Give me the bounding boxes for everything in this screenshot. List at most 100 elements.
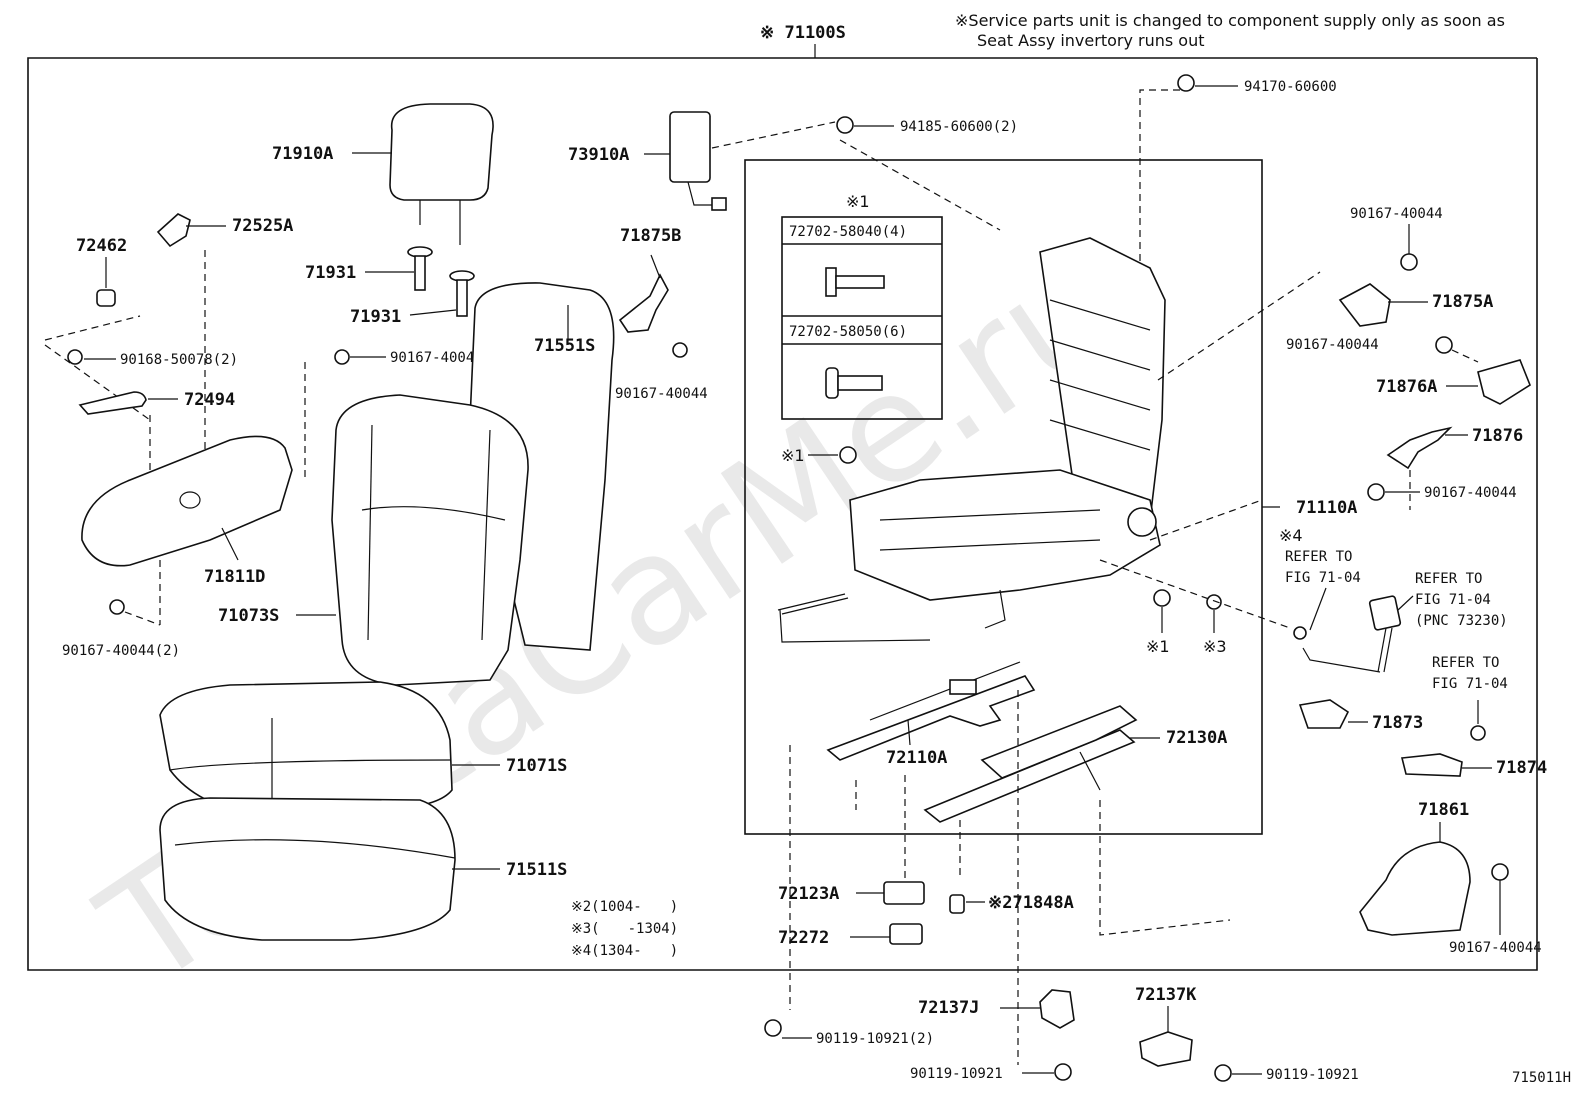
label-72137K: 72137K [1135, 985, 1197, 1005]
label-71861: 71861 [1418, 800, 1469, 820]
leader-refer2 [1397, 595, 1414, 611]
label-90119-2: 90119-10921(2) [816, 1031, 934, 1047]
bolt-90119-b-drawing [1214, 1064, 1232, 1082]
dash-71875A [1157, 271, 1321, 381]
mark1-a: ※1 [781, 446, 805, 465]
bracket-71875A-drawing [1338, 283, 1391, 327]
inset-bolt1-drawing [825, 267, 885, 297]
screw-90167-r3-drawing [1367, 483, 1385, 501]
label-72272: 72272 [778, 928, 829, 948]
lever-72494-drawing [78, 391, 147, 415]
label-71931b: 71931 [350, 307, 401, 327]
dash-mark3 [1099, 559, 1291, 629]
refer2-line1: REFER TO [1415, 571, 1482, 587]
nut-94185-drawing [836, 116, 854, 134]
label-94170: 94170-60600 [1244, 79, 1337, 95]
label-90167-r1: 90167-40044 [1350, 206, 1443, 222]
seat-track-72130A-drawing [923, 705, 1138, 823]
dash-73910A-b [839, 139, 1001, 231]
dash-90167-r2 [1451, 349, 1479, 363]
label-90167-2: 90167-40044(2) [62, 643, 180, 659]
leader-71811D [221, 527, 239, 561]
refer2-line2: FIG 71-04 [1415, 592, 1491, 608]
inset-box [781, 216, 943, 420]
assembly-frame [27, 57, 1538, 971]
dash-track-6 [1099, 800, 1231, 936]
screw-90168-drawing [67, 349, 83, 365]
label-90119-b: 90119-10921 [1266, 1067, 1359, 1083]
dash-90168 [44, 344, 151, 421]
screw-90167-top-drawing [334, 349, 350, 365]
inset-bolt1-label: 72702-58040(4) [789, 224, 907, 240]
label-72494: 72494 [184, 390, 235, 410]
label-90167-r2: 90167-40044 [1286, 337, 1379, 353]
label-72525A: 72525A [232, 216, 293, 236]
figure-code: 715011H [1512, 1070, 1571, 1086]
part-72272-drawing [889, 923, 923, 945]
knob-72462-drawing [96, 289, 116, 307]
mark4: ※4 [1279, 526, 1303, 545]
screw-90167-r1-drawing [1400, 253, 1418, 271]
seatbelt-buckle-drawing [1293, 595, 1402, 673]
clip-72525A-drawing [156, 213, 191, 248]
inset-title: ※1 [846, 192, 870, 211]
cover-72137K-drawing [1139, 1031, 1193, 1067]
side-cover-71811D-drawing [81, 435, 293, 567]
leader-71931b [409, 309, 457, 316]
cover-71876A-drawing [1477, 359, 1531, 405]
dash-90167-2 [124, 611, 161, 626]
bracket-71875B-drawing [618, 273, 669, 333]
part-71876-drawing [1386, 426, 1453, 470]
leader-71875B [650, 254, 661, 279]
shield-71861-drawing [1359, 841, 1471, 936]
inset-bolt2-label: 72702-58050(6) [789, 324, 907, 340]
screw-90167-2-drawing [109, 599, 125, 615]
label-71811D: 71811D [204, 567, 265, 587]
seat-frame-box [744, 159, 1263, 835]
dash-94170 [1139, 89, 1180, 300]
leader-72110A [907, 719, 911, 746]
label-94185: 94185-60600(2) [900, 119, 1018, 135]
label-90119-a: 90119-10921 [910, 1066, 1003, 1082]
label-71551S: 71551S [534, 336, 595, 356]
headrest-support-drawing [407, 246, 475, 317]
refer1-line2: FIG 71-04 [1285, 570, 1361, 586]
label-72130A: 72130A [1166, 728, 1227, 748]
part-71873-drawing [1298, 699, 1350, 729]
refer3-line2: FIG 71-04 [1432, 676, 1508, 692]
inset-bolt2-drawing [825, 367, 883, 399]
screw-90167-r4-drawing [1491, 863, 1509, 881]
label-72137J: 72137J [918, 998, 979, 1018]
part-72123A-drawing [883, 881, 925, 905]
refer3-line1: REFER TO [1432, 655, 1499, 671]
label-71876: 71876 [1472, 426, 1523, 446]
dash-72462 [44, 315, 141, 341]
label-90167-r3: 90167-40044 [1424, 485, 1517, 501]
label-72110A: 72110A [886, 748, 947, 768]
seatback-drawing [331, 282, 615, 686]
assembly-label: ※ 71100S [760, 23, 846, 43]
service-note-line1: ※Service parts unit is changed to compon… [955, 11, 1505, 30]
part-71848A-drawing [949, 894, 965, 914]
label-71931a: 71931 [305, 263, 356, 283]
label-71874: 71874 [1496, 758, 1547, 778]
refer2-line3: (PNC 73230) [1415, 613, 1508, 629]
label-71875A: 71875A [1432, 292, 1493, 312]
footnote-2: ※2(1004- ) [571, 899, 678, 915]
bolt-90119-a-drawing [1054, 1063, 1072, 1081]
headrest-drawing [389, 103, 494, 245]
label-71876A: 71876A [1376, 377, 1437, 397]
bolt-mark1-b-drawing [1153, 589, 1171, 607]
label-90167-top: 90167-40044 [390, 350, 483, 366]
label-71875B: 71875B [620, 226, 681, 246]
label-90167-b: 90167-40044 [615, 386, 708, 402]
seat-cushion-drawing [159, 681, 456, 941]
label-73910A: 73910A [568, 145, 629, 165]
nut-refer3-drawing [1470, 725, 1486, 741]
side-cover-knob [179, 491, 201, 509]
seat-track-72110A-drawing [826, 661, 1036, 761]
label-72462: 72462 [76, 236, 127, 256]
label-71110A: 71110A [1296, 498, 1357, 518]
screw-90167-r2-drawing [1435, 336, 1453, 354]
